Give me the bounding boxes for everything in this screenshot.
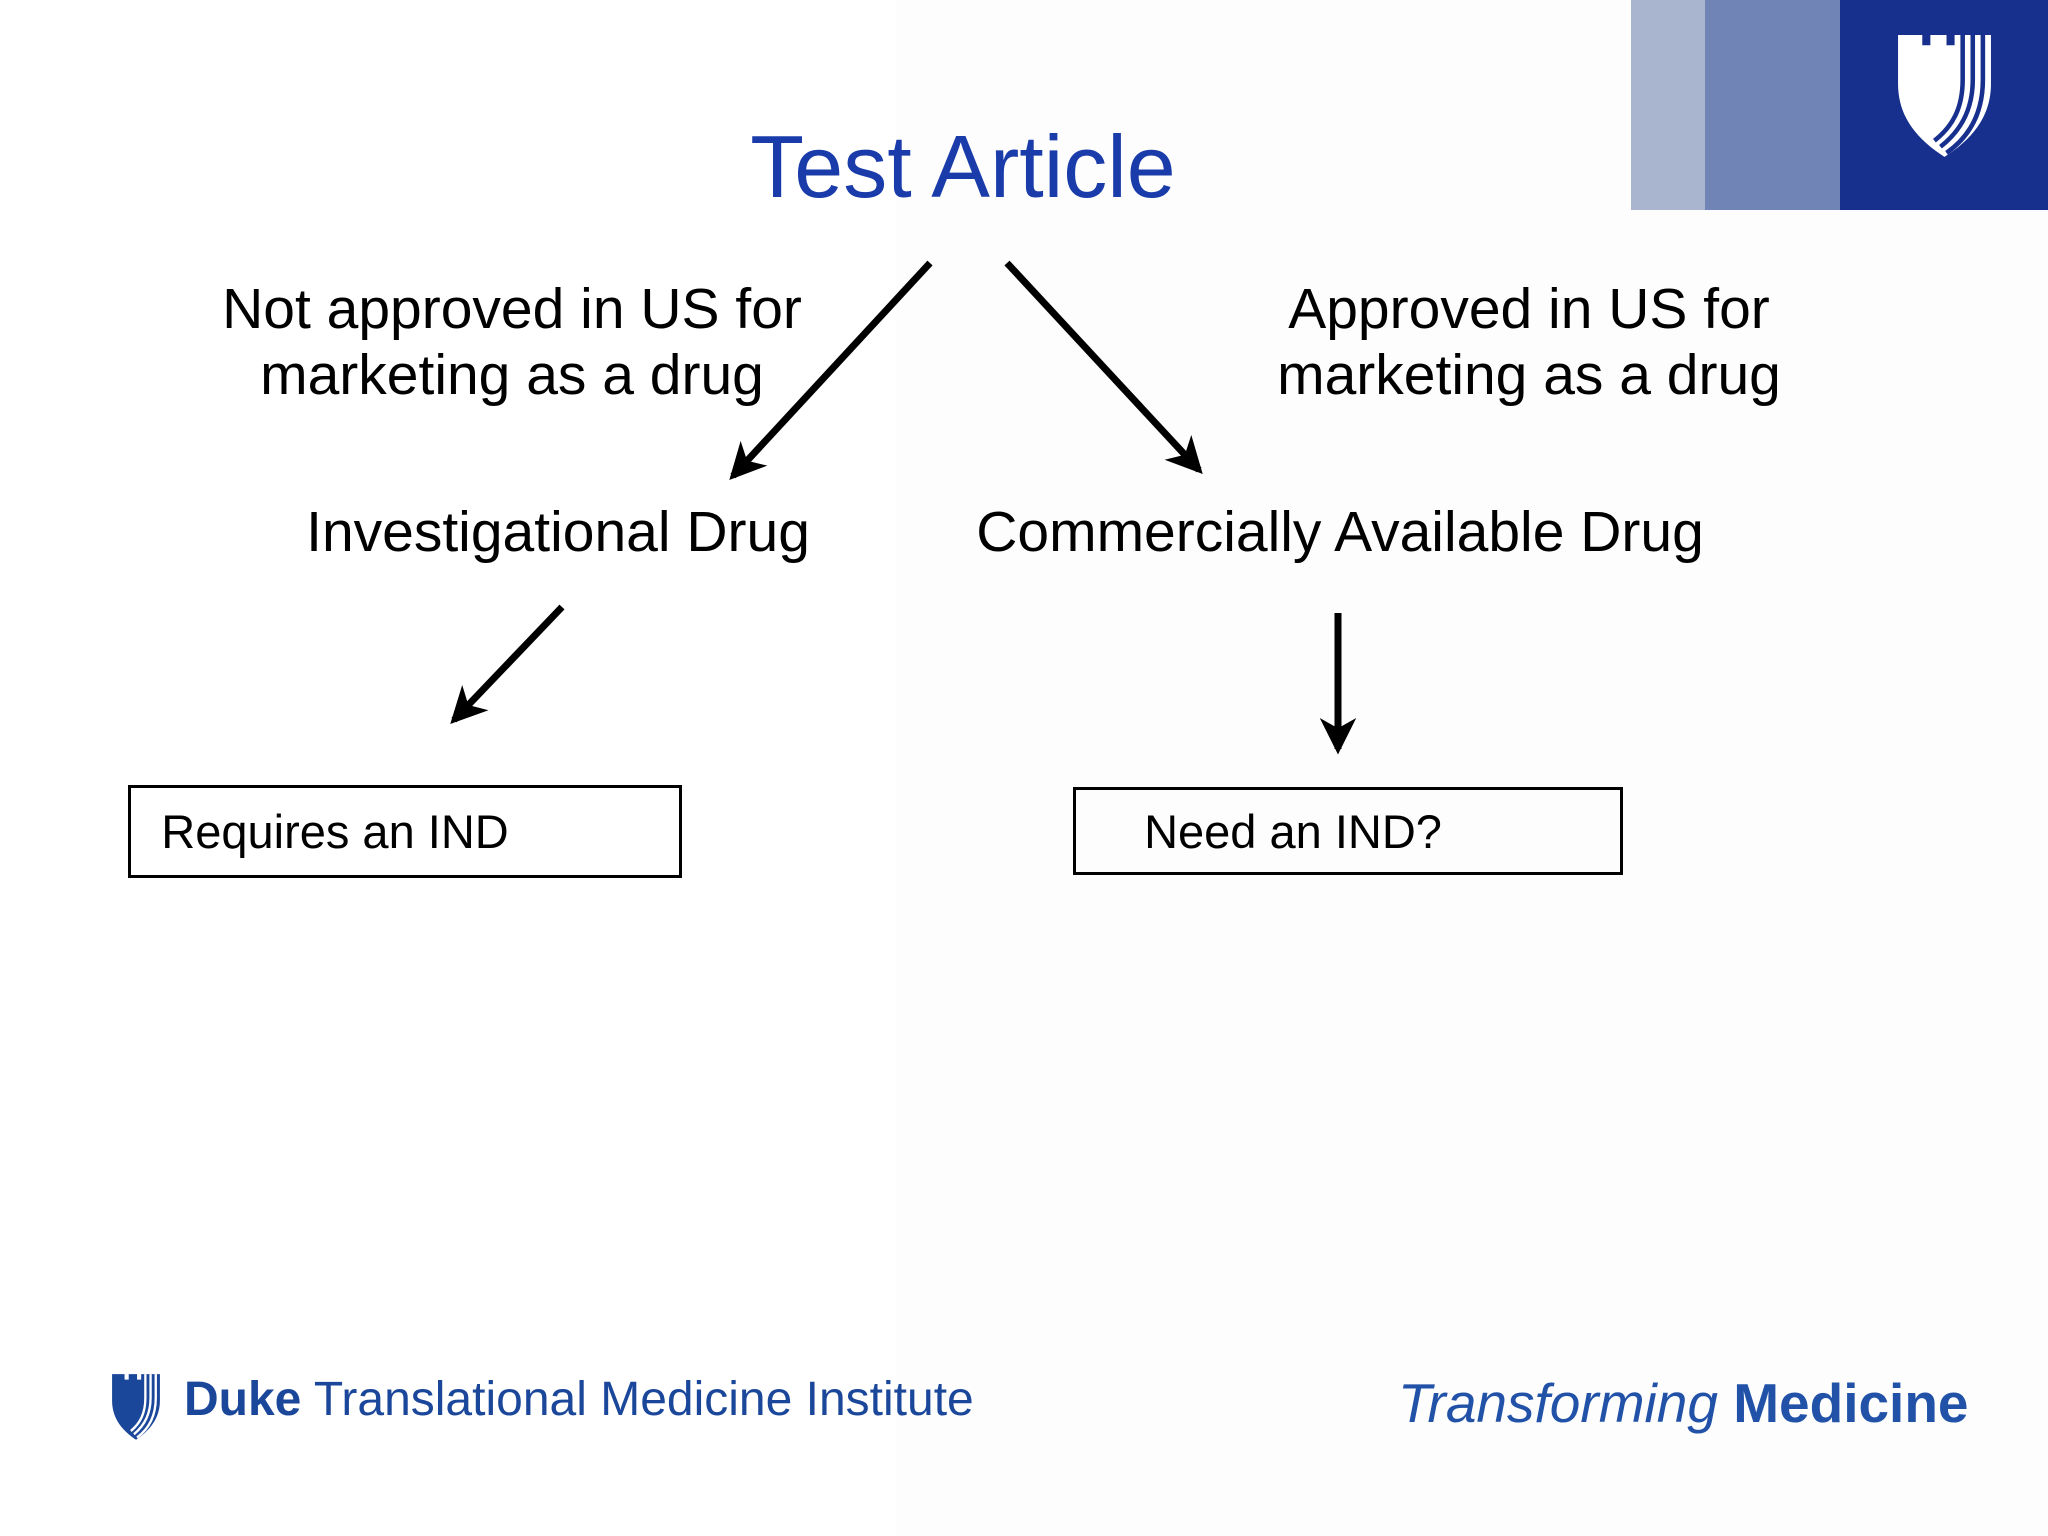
condition-not-approved: Not approved in US for marketing as a dr… bbox=[222, 276, 802, 408]
outcome-box-requires-ind: Requires an IND bbox=[128, 785, 682, 878]
footer-brand-rest: Translational Medicine Institute bbox=[313, 1373, 974, 1426]
outcome-label: Need an IND? bbox=[1144, 804, 1442, 858]
footer-tagline-italic: Transforming bbox=[1398, 1372, 1718, 1434]
footer-brand: Duke Translational Medicine Institute bbox=[110, 1371, 974, 1443]
banner-stripe-medium bbox=[1705, 0, 1840, 210]
banner-stripe-light bbox=[1631, 0, 1705, 210]
condition-line: marketing as a drug bbox=[260, 343, 764, 407]
banner-stripe-navy bbox=[1840, 0, 2048, 210]
condition-line: Not approved in US for bbox=[222, 277, 802, 341]
footer-brand-text: Duke Translational Medicine Institute bbox=[184, 1371, 974, 1429]
footer-tagline-bold: Medicine bbox=[1733, 1372, 1969, 1434]
duke-u-shield-icon bbox=[112, 1374, 160, 1440]
page-title: Test Article bbox=[750, 117, 1176, 216]
footer-brand-bold: Duke bbox=[184, 1373, 302, 1426]
condition-line: marketing as a drug bbox=[1277, 343, 1781, 407]
duke-u-shield-icon bbox=[1897, 35, 1991, 157]
outcome-box-need-ind: Need an IND? bbox=[1073, 787, 1623, 875]
outcome-label: Requires an IND bbox=[161, 805, 509, 858]
condition-line: Approved in US for bbox=[1288, 277, 1770, 341]
condition-approved: Approved in US for marketing as a drug bbox=[1277, 276, 1781, 408]
node-commercially-available-drug: Commercially Available Drug bbox=[976, 500, 1704, 564]
node-investigational-drug: Investigational Drug bbox=[306, 500, 810, 564]
background-shade bbox=[896, 0, 2048, 1536]
arrow-investigational-to-outcome bbox=[450, 604, 565, 724]
footer-tagline: Transforming Medicine bbox=[1398, 1370, 1969, 1436]
duke-banner bbox=[1631, 0, 2048, 210]
